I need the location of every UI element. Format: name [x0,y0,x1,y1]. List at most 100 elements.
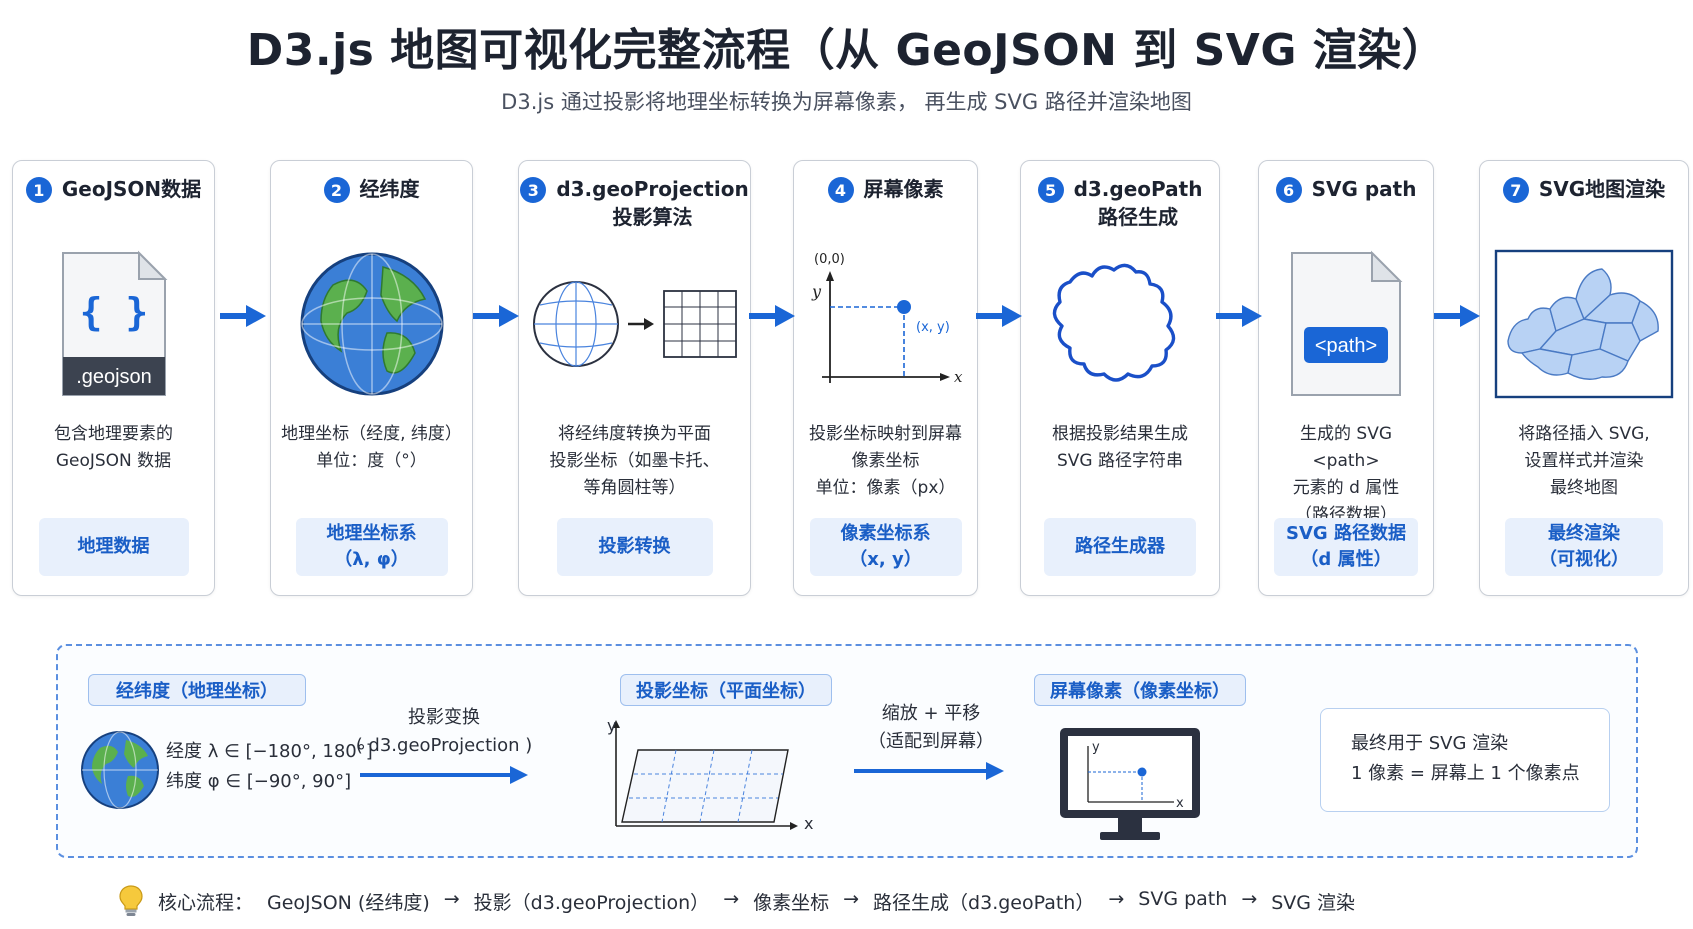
core-flow-arrow-icon: → [1108,887,1125,910]
screen-y-axis-label: y [1092,740,1100,755]
step-tag: 地理数据 [38,518,189,576]
core-flow-step: SVG path [1138,887,1228,910]
step-header: 7 SVG地图渲染 [1480,175,1688,203]
svg-file-icon: <path> [1291,250,1403,396]
origin-label: (0,0) [814,252,845,267]
core-flow-label: 核心流程： [158,891,254,914]
step-tag: 地理坐标系（λ, φ） [295,518,448,576]
step-title-line-2: 投影算法 [612,205,693,229]
core-flow-summary: 核心流程： GeoJSON (经纬度) → 投影（d3.geoProjection）… [118,884,1355,918]
lightbulb-icon [119,885,143,916]
step-illustration: <path> [1259,239,1433,409]
monitor-icon [1060,728,1200,840]
step-card-2: 2 经纬度 地理坐标（经度, 纬度）单位：度（°） 地理坐标系（λ, φ） [270,160,473,596]
step-header: 2 经纬度 [271,175,472,203]
plane-y-axis-label: y [607,716,617,735]
core-flow-arrow-icon: → [843,887,860,910]
step-description: 投影坐标映射到屏幕像素坐标单位：像素（px） [809,424,962,498]
step-number-badge: 2 [323,177,350,203]
step-illustration [519,239,750,409]
step-header: 4 屏幕像素 [794,175,977,203]
step-illustration [1021,239,1219,409]
step-header: 1 GeoJSON数据 [13,175,214,203]
step-description: 生成的 SVG <path>元素的 d 属性（路径数据） [1292,424,1400,525]
flow-arrow-icon [1433,305,1480,327]
flow-arrow-icon [976,305,1022,327]
x-axis-label: x [954,368,963,386]
path-outline-icon [1052,263,1176,382]
step-illustration [1480,239,1688,409]
file-extension-label: .geojson [76,366,152,388]
step-number-badge: 5 [1037,177,1064,203]
step-title: 经纬度 [359,177,420,201]
coordinate-detail-panel: 经纬度（地理坐标） 经度 λ ∈ [−180°, 180°] 纬度 φ ∈ [−… [56,644,1638,858]
core-flow-step: GeoJSON (经纬度) [267,891,430,914]
step-number-badge: 4 [827,177,854,203]
plane-x-axis-label: x [804,814,814,833]
file-glyph: { } [79,290,148,334]
step-number-badge: 1 [25,177,52,203]
plane-coordinates-label: 投影坐标（平面坐标） [620,674,832,706]
scale-arrow-sublabel: （适配到屏幕） [868,731,994,752]
step-illustration: { } .geojson [13,239,214,409]
file-icon: { } .geojson [61,250,167,396]
flow-arrow-icon [219,305,266,327]
step-description: 将经纬度转换为平面投影坐标（如墨卡托、等角圆柱等） [549,424,720,498]
path-tag-label: <path> [1315,335,1377,357]
core-flow-arrow-icon: → [723,887,740,910]
step-description: 将路径插入 SVG,设置样式并渲染最终地图 [1518,424,1650,498]
projection-arrow [360,766,528,784]
screen-x-axis-label: x [1176,796,1184,811]
y-axis-label: y [811,282,822,301]
pixel-axes-icon: (0,0) y x (x, y) [811,252,963,386]
flow-arrow-icon [472,305,519,327]
core-flow-step: 投影（d3.geoProjection） [473,891,710,914]
step-title-line-2: 路径生成 [1098,205,1178,229]
core-flow-step: 像素坐标 [753,891,830,914]
step-title: SVG地图渲染 [1538,177,1666,201]
step-description: 地理坐标（经度, 纬度）单位：度（°） [281,424,462,471]
step-title: GeoJSON数据 [61,177,202,201]
globe-icon [81,731,159,809]
core-flow-step: SVG 渲染 [1271,891,1356,914]
step-tag: SVG 路径数据（d 属性） [1274,518,1418,576]
final-usage-line-2: 1 像素 = 屏幕上 1 个像素点 [1351,763,1580,784]
page-title: D3.js 地图可视化完整流程（从 GeoJSON 到 SVG 渲染） [246,25,1447,76]
step-card-4: 4 屏幕像素 (0,0) y x (x, y) 投影坐标映射到屏幕像素坐标单位：像… [793,160,978,596]
map-icon [1494,249,1674,399]
final-usage-note: 最终用于 SVG 渲染 1 像素 = 屏幕上 1 个像素点 [1320,708,1610,812]
longitude-range: 经度 λ ∈ [−180°, 180°] [166,741,373,762]
step-tag: 投影转换 [556,518,713,576]
step-number-badge: 3 [520,177,547,203]
core-flow-step: 路径生成（d3.geoPath） [873,891,1095,914]
step-illustration [271,239,472,409]
flow-arrow-icon [749,305,795,327]
page-subtitle: D3.js 通过投影将地理坐标转换为屏幕像素， 再生成 SVG 路径并渲染地图 [501,90,1192,114]
step-number-badge: 7 [1502,177,1529,203]
core-flow-arrow-icon: → [1241,887,1258,910]
step-card-6: 6 SVG path <path> 生成的 SVG <path>元素的 d 属性（… [1258,160,1434,596]
flow-arrow-icon [1216,305,1262,327]
step-illustration: (0,0) y x (x, y) [794,239,977,409]
step-title: SVG path [1311,177,1417,201]
step-number-badge: 6 [1275,177,1302,203]
final-usage-line-1: 最终用于 SVG 渲染 [1351,733,1509,754]
projection-arrow-label: 投影变换 [408,707,480,728]
scale-translate-arrow [854,762,1004,780]
scale-arrow-label: 缩放 + 平移 [881,703,981,724]
step-title: 屏幕像素 [863,177,944,201]
step-header: 6 SVG path [1259,175,1433,203]
step-tag: 路径生成器 [1044,518,1196,576]
projection-icon [532,281,737,367]
latitude-range: 纬度 φ ∈ [−90°, 90°] [166,771,352,792]
projected-plane-icon [612,720,798,830]
